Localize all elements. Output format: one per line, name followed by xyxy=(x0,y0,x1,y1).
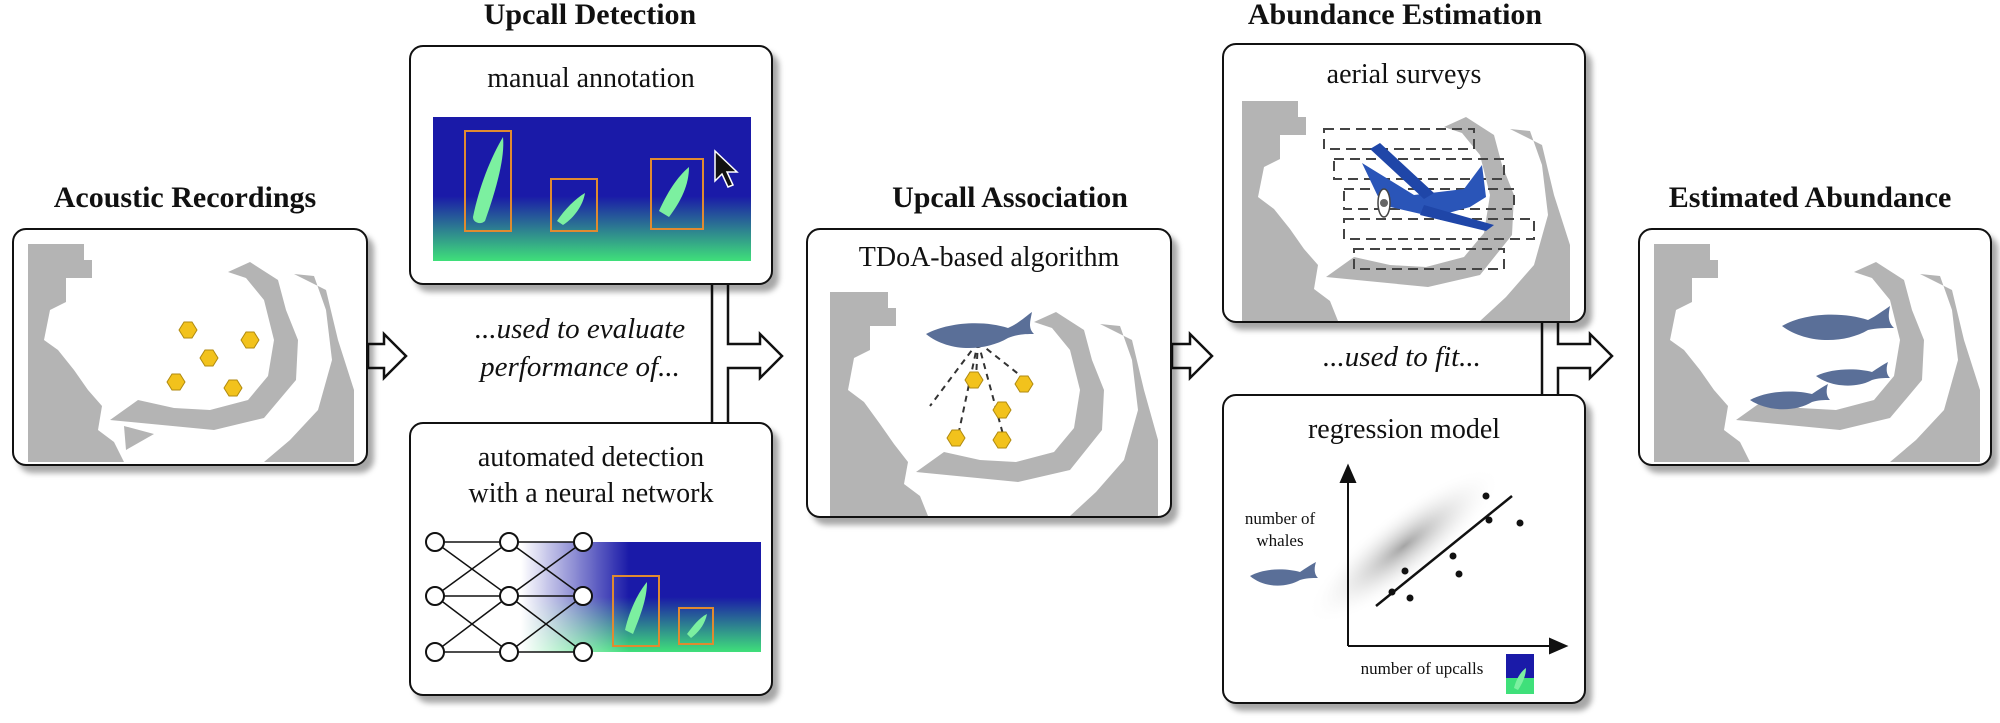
tdoa-map xyxy=(830,292,1158,516)
evaluate-note-line1: ...used to evaluate xyxy=(474,313,686,345)
hydrophone-icons xyxy=(166,321,260,397)
annotation-box-3 xyxy=(650,158,704,230)
automated-detection-label-line1: automated detection xyxy=(477,442,705,473)
hydrophone-icons xyxy=(946,371,1034,449)
cape-cod-map xyxy=(28,244,354,462)
stage-title-estimated-abundance: Estimated Abundance xyxy=(1668,181,1952,214)
fit-note: ...used to fit... xyxy=(1323,341,1481,373)
automated-detection-label-line2: with a neural network xyxy=(468,478,714,509)
stage-title-acoustic-recordings: Acoustic Recordings xyxy=(53,181,317,214)
annotation-box-2 xyxy=(550,178,598,232)
spectrogram-automated xyxy=(521,542,761,652)
evaluate-note: ...used to evaluate performance of... xyxy=(440,310,720,386)
regression-xlabel: number of upcalls xyxy=(1360,659,1484,678)
manual-annotation-box: manual annotation xyxy=(409,45,773,285)
regression-ylabel-line2: whales xyxy=(1256,531,1304,550)
stage-title-upcall-association: Upcall Association xyxy=(892,181,1128,214)
stage-title-upcall-detection: Upcall Detection xyxy=(483,0,697,31)
spectrogram-manual xyxy=(433,117,751,261)
whale-icon xyxy=(926,312,1034,349)
arrow-acoustic-to-detection xyxy=(366,330,408,382)
estimated-abundance-box xyxy=(1638,228,1992,466)
bracket-abundance xyxy=(1540,320,1614,394)
whale-icon xyxy=(1250,562,1318,586)
regression-model-label: regression model xyxy=(1307,414,1501,445)
abundance-map xyxy=(1654,244,1980,462)
aerial-survey-map xyxy=(1242,101,1570,321)
airplane-icon xyxy=(1362,143,1494,231)
mini-spectrogram-icon xyxy=(1506,654,1534,694)
cursor-icon xyxy=(714,149,739,188)
regression-model-box: regression model number of whales number… xyxy=(1222,394,1586,704)
neural-network-icon xyxy=(425,532,593,662)
aerial-surveys-box: aerial surveys xyxy=(1222,43,1586,323)
regression-plot xyxy=(1250,463,1569,694)
aerial-surveys-label: aerial surveys xyxy=(1326,59,1482,90)
tdoa-algorithm-box: TDoA-based algorithm xyxy=(806,228,1172,518)
regression-line xyxy=(1375,495,1513,607)
annotation-box-1 xyxy=(464,130,512,232)
regression-ylabel: number of whales xyxy=(1234,508,1326,552)
tdoa-algorithm-label: TDoA-based algorithm xyxy=(858,242,1120,273)
automated-detection-box: automated detection with a neural networ… xyxy=(409,422,773,696)
data-points xyxy=(1388,492,1524,602)
evaluate-note-line2: performance of... xyxy=(480,351,680,383)
bracket-detection xyxy=(710,278,784,422)
acoustic-recordings-box xyxy=(12,228,368,466)
whale-icons xyxy=(1750,306,1894,410)
regression-ylabel-line1: number of xyxy=(1244,509,1316,528)
manual-annotation-label: manual annotation xyxy=(487,63,695,94)
arrow-association-to-abundance xyxy=(1170,330,1214,382)
stage-title-abundance-estimation: Abundance Estimation xyxy=(1247,0,1543,31)
